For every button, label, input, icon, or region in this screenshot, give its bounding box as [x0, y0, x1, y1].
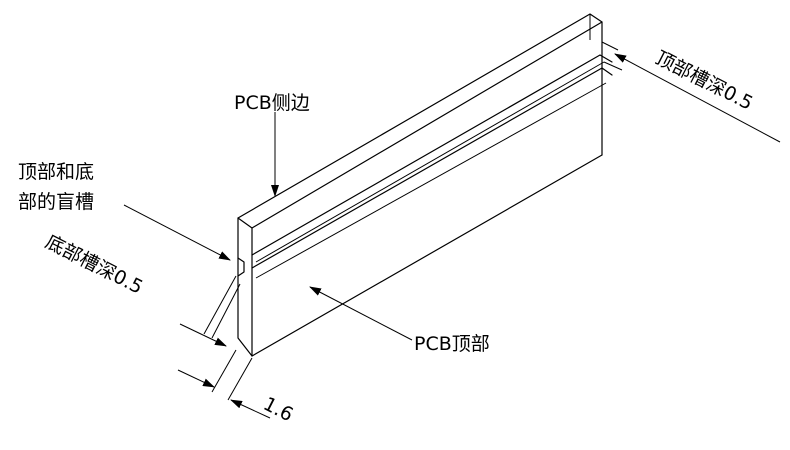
thickness-ext-line-2 — [227, 357, 253, 401]
pcb-board — [237, 13, 613, 357]
thickness-dimension — [177, 349, 271, 419]
board-front-end — [237, 217, 253, 357]
top-slot-ext-line-2 — [603, 61, 623, 71]
top-slot-leader — [614, 53, 781, 143]
thickness-arrow-2 — [230, 399, 271, 419]
bottom-slot-leader — [179, 323, 227, 347]
pcb-side-label: PCB侧边 — [234, 92, 310, 114]
bottom-slot-ext-line-2 — [211, 283, 241, 339]
thickness-arrow-1 — [177, 369, 215, 388]
pcb-top-leader — [309, 286, 413, 341]
blind-slot-label-line1: 顶部和底 — [18, 161, 94, 183]
top-slot-dimension — [601, 41, 781, 143]
top-slot-ext-line-1 — [601, 41, 619, 51]
slot-highlight-line — [255, 82, 607, 279]
thickness-ext-line-1 — [211, 349, 237, 393]
top-slot-depth-label: 顶部槽深0.5 — [652, 47, 757, 115]
bottom-slot-dimension — [179, 275, 241, 347]
pcb-top-label: PCB顶部 — [414, 333, 490, 355]
thickness-label: 1.6 — [260, 393, 297, 426]
slot-inner-line — [255, 61, 605, 263]
slot-lower-line — [251, 67, 613, 269]
blind-slot-label-line2: 部的盲槽 — [18, 191, 94, 213]
board-bottom-edge — [251, 154, 603, 357]
board-top-face — [237, 13, 603, 229]
slot-notch — [237, 257, 245, 277]
blind-slot-leader — [123, 204, 231, 261]
bottom-slot-ext-line-1 — [203, 275, 237, 335]
slot-upper-line — [251, 54, 613, 256]
bottom-slot-depth-label: 底部槽深0.5 — [42, 231, 147, 299]
